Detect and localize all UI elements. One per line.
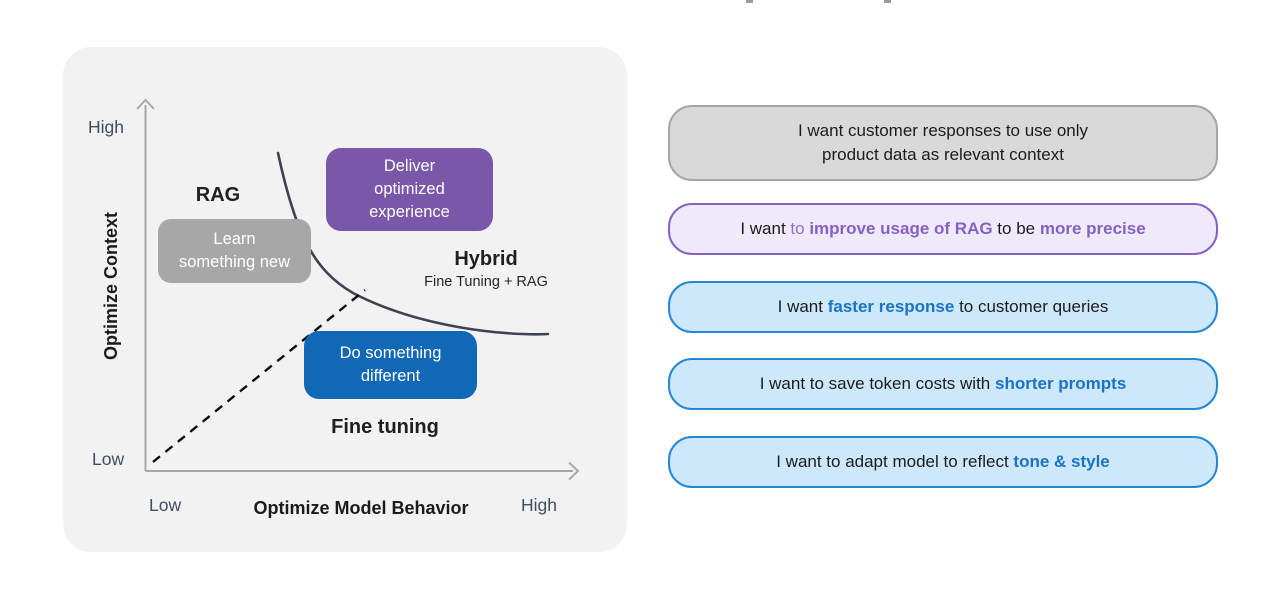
scenario-text: I want customer responses to use only pr… xyxy=(797,121,1089,164)
text-segment-accent: to xyxy=(790,219,810,238)
hybrid-label: Hybrid xyxy=(454,248,518,270)
text-segment: I want to adapt model to reflect xyxy=(776,452,1014,471)
scenario-pill-improve-rag: I want to improve usage of RAG to be mor… xyxy=(668,203,1218,255)
text-segment-accent: tone & style xyxy=(1013,452,1110,471)
fine-tuning-label: Fine tuning xyxy=(331,416,439,438)
text-segment: I want xyxy=(777,297,828,316)
cropped-text-artifact xyxy=(746,0,753,3)
text-segment: I want xyxy=(740,219,791,238)
hybrid-box: Deliver optimized experience xyxy=(326,148,493,231)
y-axis-high-tick: High xyxy=(88,117,124,137)
text-segment: to customer queries xyxy=(954,297,1109,316)
diagonal-dashed-line xyxy=(152,289,366,463)
rag-label: RAG xyxy=(195,184,241,206)
x-axis-title: Optimize Model Behavior xyxy=(253,498,469,518)
rag-box: Learn something new xyxy=(158,219,311,283)
hybrid-sublabel: Fine Tuning + RAG xyxy=(424,274,548,290)
scenario-pill-shorter-prompts: I want to save token costs with shorter … xyxy=(668,358,1218,410)
y-axis-title: Optimize Context xyxy=(101,212,121,361)
scenario-text: I want faster response to customer queri… xyxy=(778,295,1109,319)
cropped-text-artifact xyxy=(884,0,891,3)
x-axis-arrow-icon xyxy=(568,461,580,481)
scenario-pill-tone-style: I want to adapt model to reflect tone & … xyxy=(668,436,1218,488)
text-segment: to be xyxy=(992,219,1040,238)
y-axis-arrow-icon xyxy=(136,98,155,110)
scenario-pill-faster-response: I want faster response to customer queri… xyxy=(668,281,1218,333)
scenario-text: I want to save token costs with shorter … xyxy=(760,372,1127,396)
fine-tuning-box: Do something different xyxy=(304,331,477,399)
x-axis-high-tick: High xyxy=(521,495,557,515)
scenario-pill-product-data: I want customer responses to use only pr… xyxy=(668,105,1218,181)
text-segment-accent: more precise xyxy=(1039,219,1146,238)
text-segment-accent: improve usage of RAG xyxy=(809,219,993,238)
x-axis-low-tick: Low xyxy=(149,495,182,515)
y-axis-low-tick: Low xyxy=(92,449,125,469)
text-segment: I want to save token costs with xyxy=(759,374,995,393)
scenario-text: I want to adapt model to reflect tone & … xyxy=(776,450,1110,474)
text-segment-accent: shorter prompts xyxy=(994,374,1127,393)
text-segment-accent: faster response xyxy=(827,297,955,316)
scenario-text: I want to improve usage of RAG to be mor… xyxy=(740,217,1145,241)
quadrant-chart-canvas xyxy=(136,98,580,481)
quadrant-panel xyxy=(63,47,627,552)
